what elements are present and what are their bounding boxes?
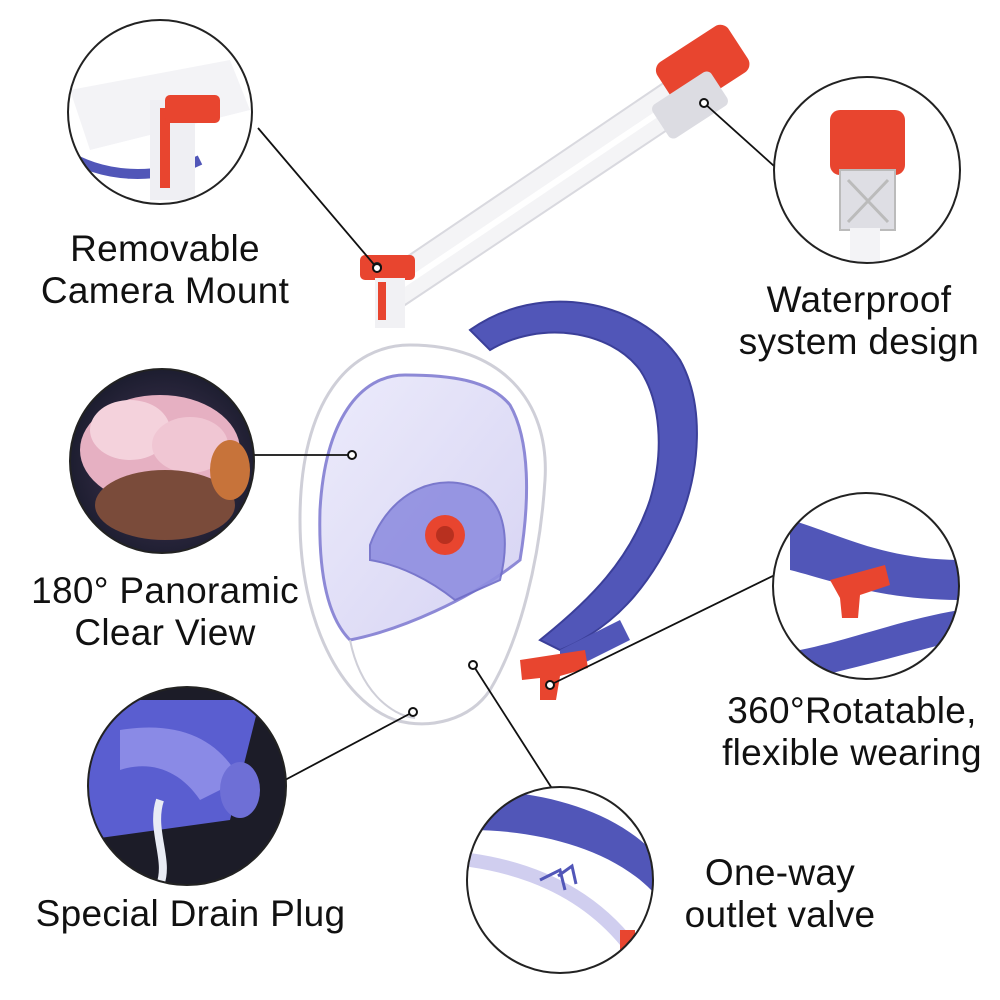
- label-line: 360°Rotatable,: [727, 690, 977, 731]
- label-line: outlet valve: [684, 894, 876, 935]
- label-camera-mount: Removable Camera Mount: [20, 228, 310, 312]
- label-line: Clear View: [74, 612, 256, 653]
- detail-circle-outlet-valve: [466, 786, 654, 974]
- detail-circle-waterproof: [773, 76, 961, 264]
- label-waterproof: Waterproof system design: [720, 279, 998, 363]
- label-line: 180° Panoramic: [31, 570, 299, 611]
- label-line: One-way: [704, 852, 856, 893]
- label-line: system design: [738, 321, 980, 362]
- callout-dots: [347, 98, 709, 717]
- detail-circle-buckle: [772, 492, 960, 680]
- label-line: Waterproof: [766, 279, 952, 320]
- label-rotatable: 360°Rotatable, flexible wearing: [705, 690, 999, 774]
- detail-circle-camera-mount: [67, 19, 253, 205]
- label-line: flexible wearing: [722, 732, 982, 773]
- label-outlet-valve: One-way outlet valve: [670, 852, 890, 936]
- callout-lines: [254, 102, 786, 791]
- label-drain-plug: Special Drain Plug: [18, 893, 363, 935]
- label-panoramic: 180° Panoramic Clear View: [15, 570, 315, 654]
- detail-circle-coral: [69, 368, 255, 554]
- mask-main-product: [298, 24, 750, 726]
- strap-buckle-main: [520, 650, 588, 700]
- label-line: Camera Mount: [40, 270, 290, 311]
- label-line: Removable: [70, 228, 260, 269]
- label-line: Special Drain Plug: [35, 893, 346, 934]
- detail-circle-drain-plug: [87, 686, 287, 886]
